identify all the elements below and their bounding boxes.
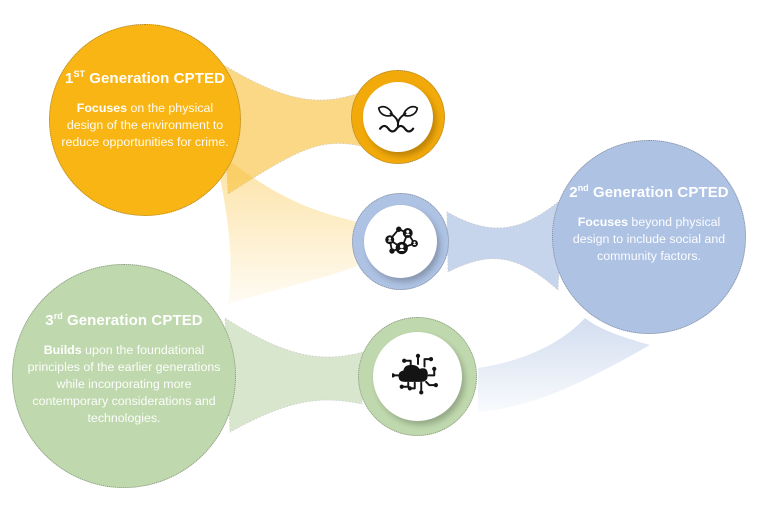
generation-1-title: 1ST Generation CPTED <box>64 69 226 87</box>
generation-2-icon-badge <box>352 193 449 290</box>
generation-3-icon-badge <box>358 317 477 436</box>
icon-badge-inner <box>373 332 462 421</box>
connector-gen1-fade-to-network-badge <box>214 148 357 304</box>
cloud-network-icon <box>391 353 438 395</box>
generation-1-description: Focuses on the physical design of the en… <box>61 101 229 150</box>
ordinal-superscript: rd <box>53 311 63 321</box>
generation-3-description: Builds upon the foundational principles … <box>27 343 221 426</box>
connector-gen2-fade-to-cloud-badge <box>478 318 650 412</box>
generation-1-circle: 1ST Generation CPTED Focuses on the phys… <box>49 24 241 216</box>
generation-3-circle: 3rd Generation CPTED Builds upon the fou… <box>12 264 236 488</box>
connector-gen3-to-cloud-badge <box>224 317 364 433</box>
generation-2-title: 2nd Generation CPTED <box>569 183 729 201</box>
generation-2-description: Focuses beyond physical design to includ… <box>572 215 726 264</box>
icon-badge-inner <box>364 205 437 278</box>
ordinal-superscript: ST <box>73 69 85 79</box>
generation-2-circle: 2nd Generation CPTED Focuses beyond phys… <box>552 140 746 334</box>
generation-1-icon-badge <box>351 70 445 164</box>
people-network-icon <box>384 226 418 254</box>
connector-gen1-to-sprout-badge <box>221 63 364 195</box>
sprout-icon <box>377 105 419 133</box>
generation-3-title: 3rd Generation CPTED <box>45 311 203 329</box>
icon-badge-inner <box>363 82 433 152</box>
ordinal-superscript: nd <box>577 183 589 193</box>
connector-network-badge-to-gen2 <box>446 197 564 291</box>
